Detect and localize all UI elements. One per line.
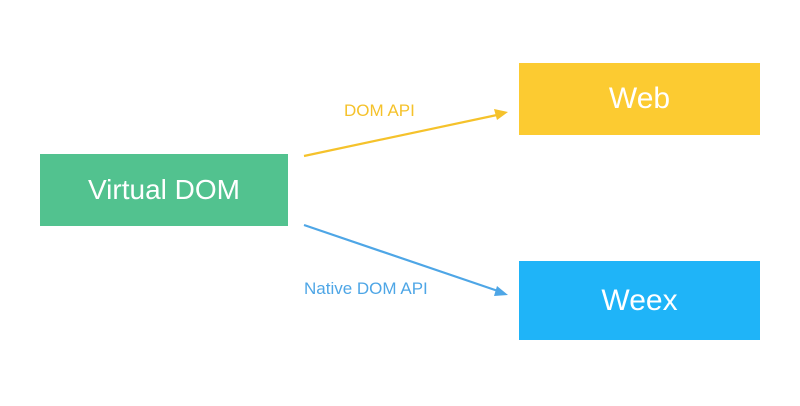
node-virtual-dom: Virtual DOM (40, 154, 288, 226)
node-web-label: Web (608, 82, 671, 115)
edge-label-native-dom-api: Native DOM API (304, 279, 428, 298)
node-virtual-dom-label: Virtual DOM (88, 174, 240, 205)
arrow-native-dom-api-head (494, 286, 508, 296)
edge-label-dom-api: DOM API (344, 101, 415, 120)
arrow-native-dom-api (303, 223, 508, 296)
arrow-dom-api-line (303, 113, 498, 158)
node-weex: Weex (519, 261, 760, 340)
arrow-dom-api-head (494, 109, 508, 120)
arrow-native-dom-api-line (303, 223, 499, 293)
arrow-dom-api (303, 109, 508, 158)
node-web: Web (519, 63, 760, 135)
node-weex-label: Weex (601, 283, 678, 317)
